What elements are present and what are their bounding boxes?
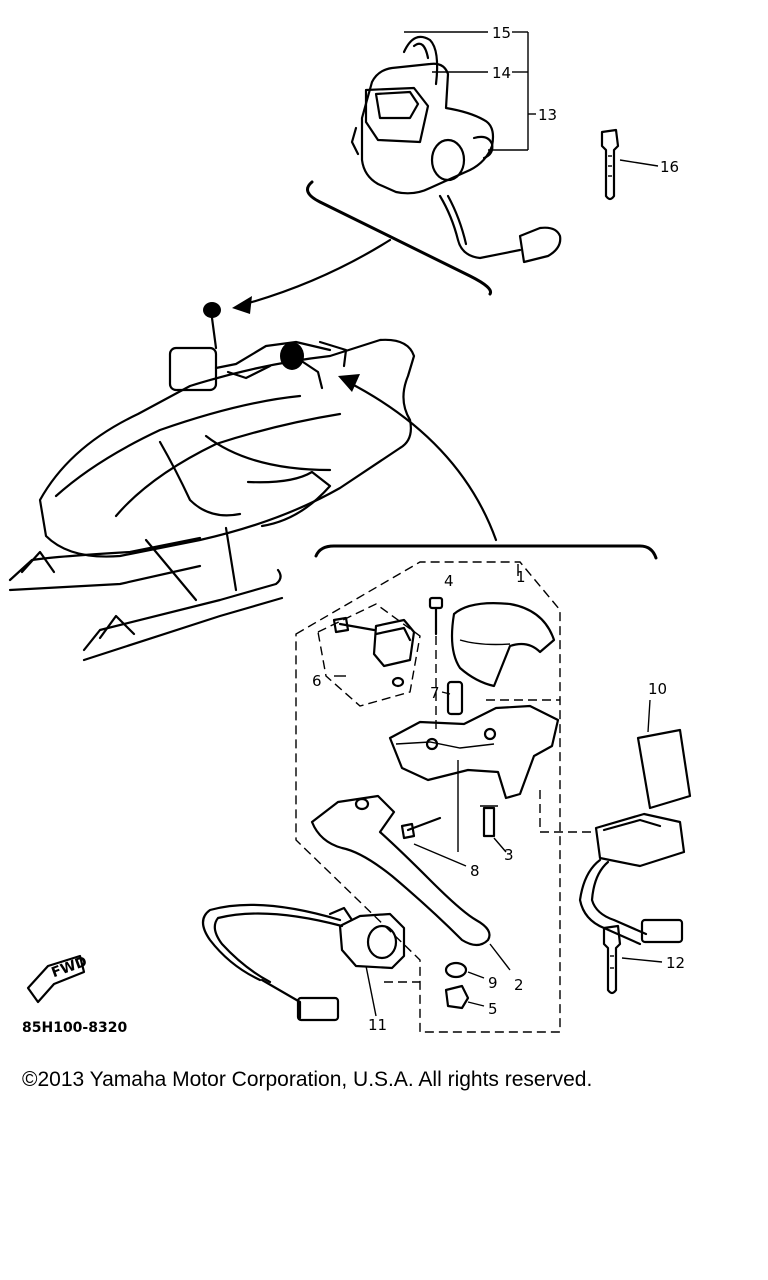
part-label-5: 5: [488, 1000, 498, 1018]
top-group-bracket: [306, 180, 493, 296]
part-label-3: 3: [504, 846, 514, 864]
part-6-illustration: [332, 616, 416, 688]
drawing-code: 85H100-8320: [22, 1020, 127, 1036]
connector-10-illustration: [539, 699, 692, 946]
assembly-1-outline: [295, 561, 561, 1033]
snowmobile-illustration: [8, 302, 416, 662]
part-label-9: 9: [488, 974, 498, 992]
part-label-2: 2: [514, 976, 524, 994]
lever-cover-illustration: [450, 602, 556, 688]
part-5-illustration: [444, 984, 485, 1010]
part-label-10: 10: [648, 680, 667, 698]
part-label-15: 15: [492, 24, 511, 42]
bottom-group-bracket: [314, 544, 658, 560]
part-label-7: 7: [430, 684, 440, 702]
part-label-13: 13: [538, 106, 557, 124]
part-label-16: 16: [660, 158, 679, 176]
part-label-1: 1: [516, 568, 526, 586]
part-number-labels: 1 2 3 4 5 6 7 8 9 10 11 12 13 14 15 16: [312, 24, 685, 1034]
part-label-12: 12: [666, 954, 685, 972]
part-7-illustration: [446, 680, 464, 716]
part-label-11: 11: [368, 1016, 387, 1034]
part-4-illustration: [428, 596, 444, 730]
parts-diagram: FWD 85H100-8320 1 2 3 4 5 6 7 8 9 10 11 …: [8, 24, 692, 1036]
part-label-4: 4: [444, 572, 454, 590]
cable-tie-16-illustration: [600, 128, 659, 201]
arrow-head-2: [338, 374, 360, 392]
part-9-illustration: [444, 961, 485, 979]
arrow-to-lever: [346, 380, 498, 542]
part-3-illustration: [480, 805, 507, 853]
fwd-arrow-icon: FWD: [26, 954, 89, 1004]
part-label-14: 14: [492, 64, 511, 82]
part-label-8: 8: [470, 862, 480, 880]
brake-lever-illustration: [310, 794, 491, 947]
part-label-6: 6: [312, 672, 322, 690]
arrow-to-handlebar: [236, 238, 392, 308]
lever-bracket-illustration: [388, 704, 560, 800]
top-group-leaders: [404, 31, 536, 151]
copyright-notice: ©2013 Yamaha Motor Corporation, U.S.A. A…: [22, 1068, 593, 1091]
part-8-illustration: [400, 816, 467, 867]
throttle-housing-illustration: [350, 35, 562, 264]
cable-tie-12-illustration: [602, 924, 663, 995]
arrow-head-1: [232, 296, 252, 314]
group-6-outline: [317, 603, 421, 707]
switch-11-illustration: [201, 903, 420, 1022]
